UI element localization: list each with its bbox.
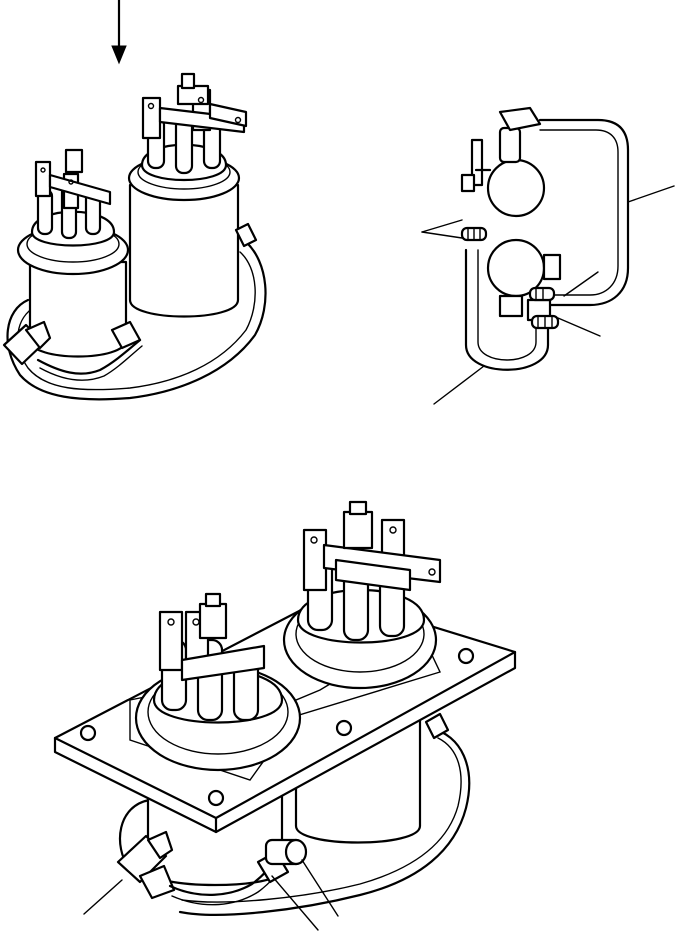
- bottom-leader-lines: [83, 859, 339, 931]
- arrow-down-icon: [111, 0, 127, 65]
- right-solenoid: [282, 500, 442, 690]
- hose-clamp-icon: [460, 226, 560, 330]
- tall-solenoid: [127, 72, 248, 318]
- bottom-fittings: [116, 712, 450, 906]
- short-solenoid: [16, 148, 130, 358]
- lower-hose: [464, 248, 550, 371]
- lower-solenoid: [486, 238, 562, 322]
- top-right-schematic: [421, 106, 675, 405]
- top-left-assembly: [2, 0, 267, 401]
- bottom-assembly: [53, 500, 517, 931]
- return-hose: [538, 118, 630, 307]
- leader-lines: [421, 185, 675, 405]
- left-solenoid: [134, 592, 302, 772]
- hose-fittings: [2, 222, 258, 381]
- upper-solenoid: [460, 106, 546, 218]
- loop-hose: [6, 240, 267, 401]
